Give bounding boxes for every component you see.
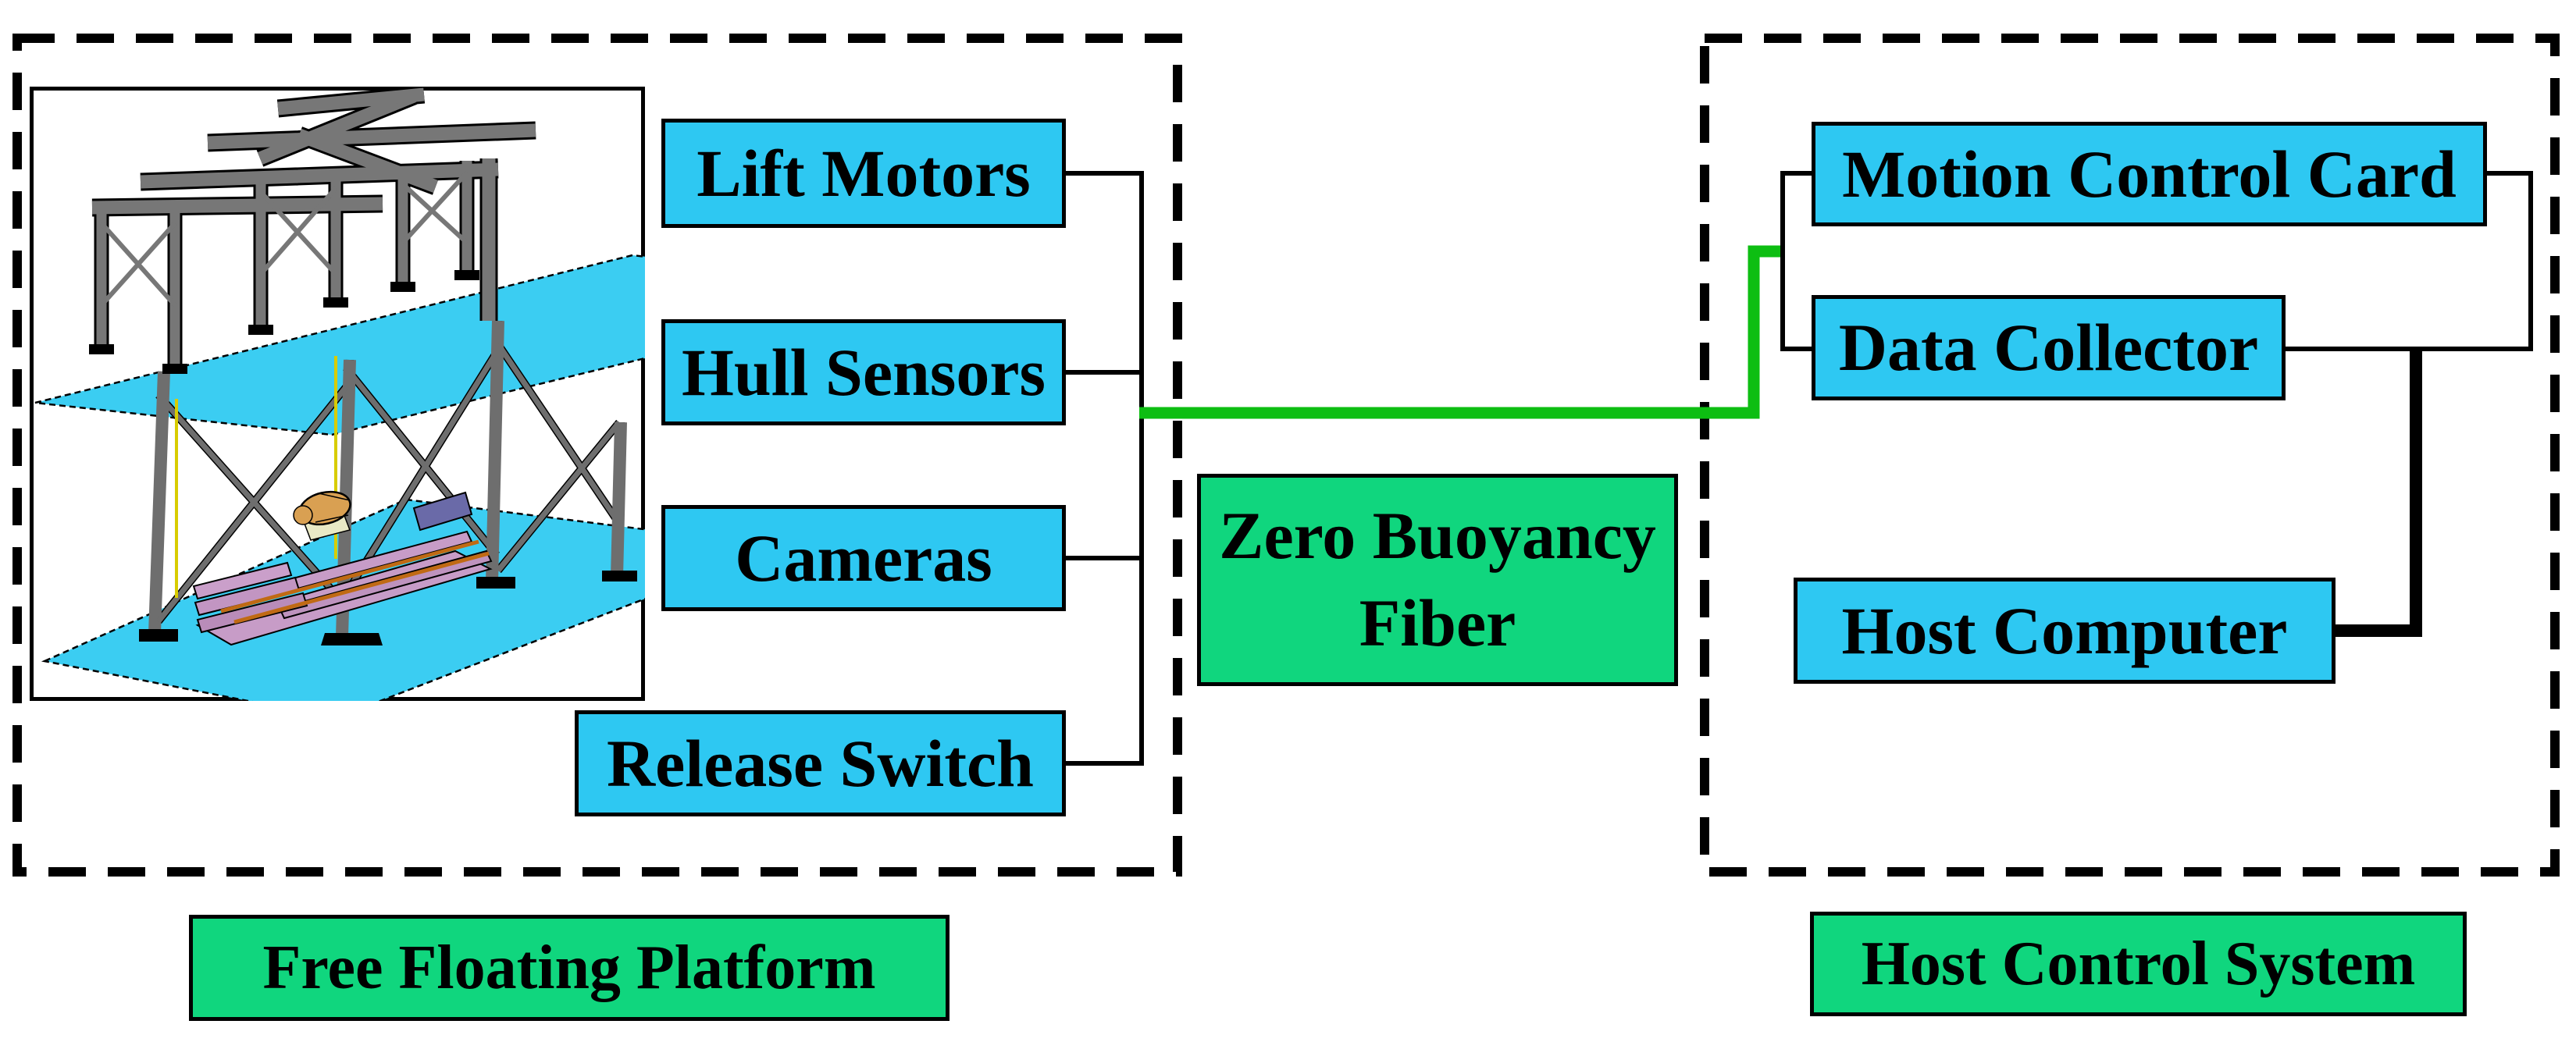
hull-sensors-box: Hull Sensors	[661, 319, 1066, 425]
host-control-system-dashed-border	[1700, 34, 2560, 877]
host-control-system-title: Host Control System	[1810, 912, 2467, 1016]
motion-control-card-label: Motion Control Card	[1842, 136, 2457, 212]
host-computer-box: Host Computer	[1794, 578, 2336, 684]
gantry-feet	[89, 270, 479, 374]
free-floating-platform-dashed-border	[12, 34, 1182, 877]
lift-motors-label: Lift Motors	[697, 135, 1031, 211]
platform-signal-bus-lines	[1062, 171, 1144, 766]
lift-motors-box: Lift Motors	[661, 119, 1066, 228]
release-switch-label: Release Switch	[607, 725, 1034, 801]
data-collector-box: Data Collector	[1812, 295, 2286, 400]
host-computer-label: Host Computer	[1841, 592, 2288, 668]
zero-buoyancy-fiber-box: Zero Buoyancy Fiber	[1197, 474, 1678, 686]
cradle-rails-orange	[220, 539, 490, 624]
zero-buoyancy-fiber-line	[1139, 245, 1780, 419]
host-computer-cable-line	[2336, 349, 2422, 637]
host-control-system-title-text: Host Control System	[1861, 930, 2416, 998]
cameras-box: Cameras	[661, 505, 1066, 611]
motion-control-card-box: Motion Control Card	[1812, 122, 2487, 226]
free-floating-platform-title-text: Free Floating Platform	[262, 934, 876, 1002]
card-collector-link-lines	[2286, 171, 2533, 351]
zero-buoyancy-fiber-label-line1: Zero Buoyancy	[1219, 498, 1656, 574]
data-collector-label: Data Collector	[1838, 310, 2259, 386]
auv-vehicle	[293, 490, 351, 541]
gantry-gray	[91, 87, 536, 368]
platform-render-image	[30, 87, 645, 701]
cameras-label: Cameras	[735, 520, 992, 596]
hull-sensors-label: Hull Sensors	[682, 334, 1046, 410]
release-switch-box: Release Switch	[575, 710, 1066, 816]
free-floating-platform-title: Free Floating Platform	[189, 915, 950, 1021]
zero-buoyancy-fiber-label-line2: Fiber	[1359, 585, 1516, 660]
lower-leg-feet	[139, 571, 637, 645]
control-card-bracket-lines	[1780, 171, 1812, 351]
